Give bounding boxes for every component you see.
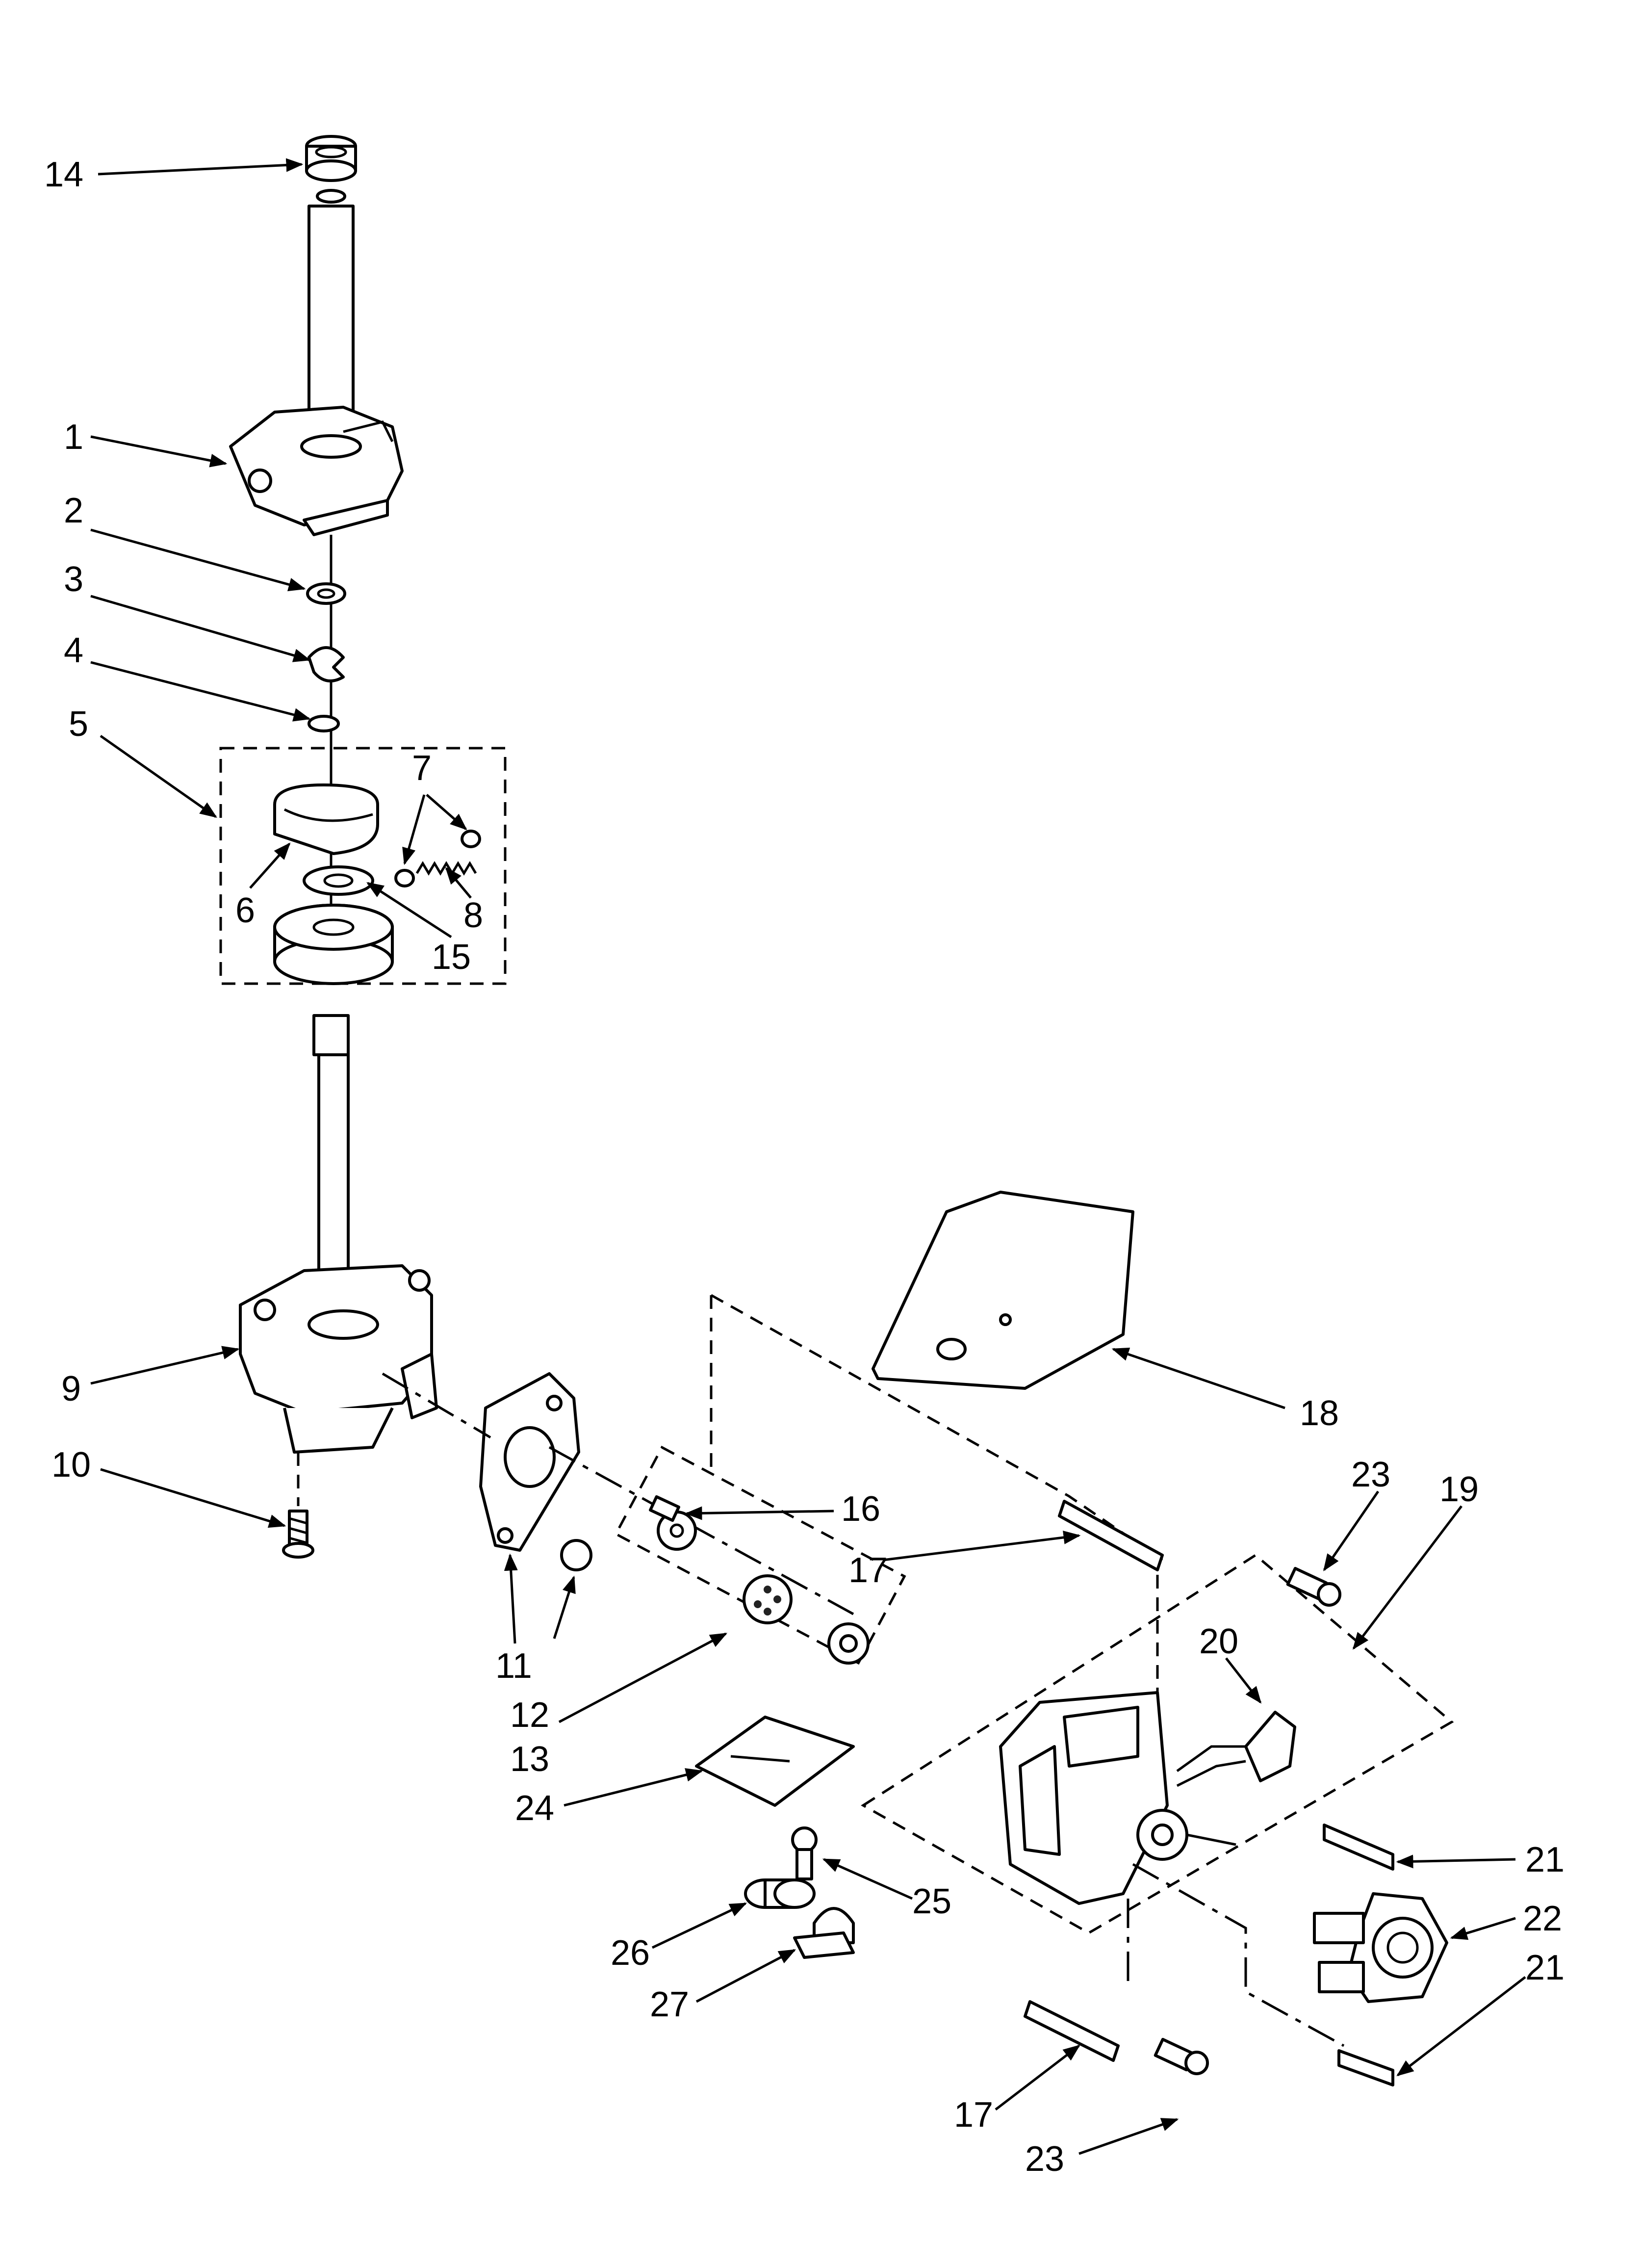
part-12-plug — [560, 1539, 592, 1571]
callout-5: 5 — [69, 704, 88, 744]
callout-13: 13 — [510, 1740, 549, 1779]
callout-7: 7 — [412, 749, 432, 788]
part-19-motor-group — [861, 1553, 1454, 1934]
part-2-washer — [306, 582, 346, 605]
part-9-gearcase — [239, 1264, 438, 1454]
callout-27: 27 — [650, 1985, 689, 2024]
part-clutch-hub — [273, 904, 394, 985]
callout-15: 15 — [432, 938, 471, 977]
callout-20: 20 — [1199, 1622, 1238, 1661]
callout-3: 3 — [64, 560, 83, 599]
part-18-shield — [872, 1191, 1134, 1390]
callout-4: 4 — [64, 631, 83, 670]
part-20-switch — [1176, 1711, 1296, 1787]
callout-24: 24 — [515, 1789, 554, 1828]
part-23-screw-upper — [1286, 1566, 1341, 1607]
part-3-clip — [308, 646, 345, 682]
part-27-clamp — [793, 1907, 855, 1959]
callout-8: 8 — [463, 896, 483, 935]
callout-19: 19 — [1439, 1470, 1479, 1509]
part-coupler-b — [743, 1574, 793, 1624]
part-8-spring — [415, 861, 477, 876]
part-26-bushing — [744, 1878, 816, 1909]
part-23-screw-lower — [1154, 2037, 1209, 2075]
part-motor — [999, 1691, 1236, 1905]
part-21-clip-upper — [1323, 1824, 1394, 1871]
part-4-ring — [308, 715, 340, 732]
part-7-plugs — [394, 830, 481, 887]
callout-2: 2 — [64, 491, 83, 530]
part-14-seal — [305, 135, 357, 182]
callout-6: 6 — [235, 891, 255, 930]
callout-labels: 14 1 2 3 4 5 7 6 8 15 9 10 11 12 13 16 1… — [44, 155, 1565, 2179]
part-1-brake-assembly — [229, 406, 404, 536]
part-21-clip-lower — [1337, 2049, 1394, 2086]
part-11-mount-plate — [479, 1372, 580, 1552]
part-25-screw — [791, 1826, 818, 1880]
callout-26: 26 — [611, 1933, 650, 1973]
callout-18: 18 — [1300, 1394, 1339, 1433]
callout-17a: 17 — [848, 1551, 888, 1590]
part-5-clutch-group — [219, 747, 507, 985]
callout-17b: 17 — [954, 2095, 993, 2135]
callout-23a: 23 — [1351, 1455, 1390, 1494]
part-6-band — [273, 783, 379, 855]
callout-21a: 21 — [1525, 1840, 1565, 1879]
callout-16: 16 — [841, 1489, 880, 1529]
callout-21b: 21 — [1525, 1948, 1565, 1987]
part-10-screw — [282, 1510, 314, 1559]
callout-11: 11 — [495, 1646, 532, 1686]
part-coupler-c — [827, 1622, 870, 1665]
part-22-pump — [1313, 1892, 1448, 2003]
callout-9: 9 — [61, 1369, 81, 1408]
part-24-pad — [695, 1716, 855, 1807]
part-16-screw — [649, 1495, 680, 1522]
part-17-bracket — [1058, 1500, 1164, 1571]
callout-22: 22 — [1523, 1899, 1562, 1938]
callout-10: 10 — [51, 1445, 91, 1485]
callout-12: 12 — [510, 1695, 549, 1735]
part-15-spider — [303, 865, 374, 896]
callout-1: 1 — [64, 417, 83, 457]
part-coupler-a — [657, 1511, 697, 1551]
callout-23b: 23 — [1025, 2139, 1064, 2179]
callout-14: 14 — [44, 155, 83, 194]
callout-25: 25 — [912, 1882, 951, 1921]
leader-lines — [90, 158, 1526, 2155]
part-17-lower-bracket — [1024, 2000, 1120, 2062]
